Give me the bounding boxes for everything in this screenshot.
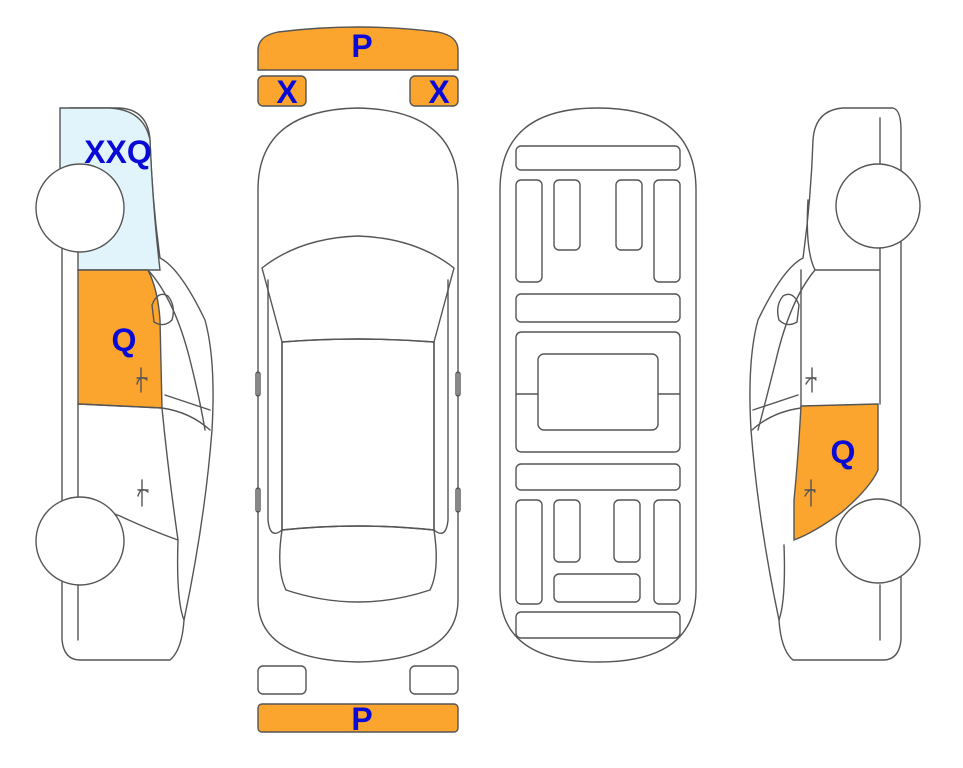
rear-bumper-label: P [351, 701, 372, 737]
top-roof [281, 338, 435, 531]
top-view [255, 26, 461, 733]
front-bumper-label: P [351, 28, 372, 64]
left-rear-door [77, 403, 179, 541]
right-sill-line [778, 544, 881, 641]
front-bumper[interactable] [257, 26, 459, 71]
damage-labels: P X X P XXQ Q Q [84, 28, 855, 737]
right-door-handles [804, 367, 817, 507]
right-mirror [776, 293, 800, 326]
left-mirror [151, 293, 175, 326]
right-side-body [749, 107, 902, 661]
top-body-outline [257, 107, 459, 663]
top-mirror-left [255, 371, 261, 397]
top-handle-left [255, 487, 261, 513]
underbody-outline [499, 107, 697, 663]
left-side-view [35, 107, 214, 661]
top-windshield [261, 235, 455, 343]
right-rear-door-label: Q [831, 434, 856, 470]
left-door-handles [136, 367, 149, 507]
left-front-wheel [35, 163, 125, 253]
front-left-headlight-label: X [276, 74, 298, 110]
right-side-view [749, 107, 921, 661]
top-rear-window [279, 525, 437, 603]
rear-left-light [257, 665, 307, 695]
rear-right-light [409, 665, 459, 695]
left-sill-line [77, 539, 185, 641]
front-right-headlight[interactable] [409, 75, 459, 107]
underbody-view [499, 107, 697, 663]
right-door-lines [751, 269, 881, 431]
top-mirror-right [455, 371, 461, 397]
right-window-frame [757, 117, 881, 431]
left-pillar-lines [147, 269, 211, 431]
left-front-door-label: Q [112, 322, 137, 358]
front-right-headlight-label: X [428, 74, 450, 110]
front-left-headlight[interactable] [257, 75, 307, 107]
right-rear-door[interactable] [793, 403, 879, 542]
left-front-window-label: XXQ [84, 134, 152, 170]
top-handle-right [455, 487, 461, 513]
left-rear-wheel [35, 496, 125, 586]
right-rear-wheel [835, 498, 921, 584]
rear-bumper[interactable] [257, 703, 459, 733]
right-front-wheel [835, 163, 921, 249]
